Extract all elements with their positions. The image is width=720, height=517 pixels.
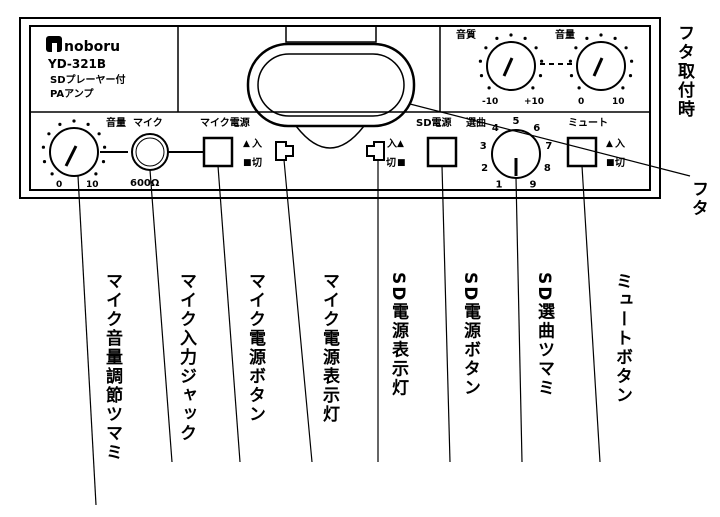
- knob-tick-dot: [47, 132, 51, 136]
- knob-tick-dot: [86, 122, 90, 126]
- knob-tick-dot: [628, 74, 633, 78]
- knob-tick-dot: [94, 172, 98, 176]
- sd-power-lamp: [366, 141, 385, 161]
- knob-tick-dot: [72, 119, 76, 123]
- knob-tick-dot: [577, 86, 581, 90]
- svg-text:▲: ▲: [606, 139, 613, 149]
- dial-number: 7: [545, 141, 552, 152]
- leader-lines: [77, 159, 601, 506]
- sd-power-on: 入: [387, 138, 397, 150]
- mic-volume-knob: [41, 119, 107, 177]
- knob-tick-dot: [101, 160, 106, 164]
- knob-tick-dot: [478, 59, 482, 63]
- knob-tick-dot: [523, 36, 527, 41]
- dial-number: 4: [492, 123, 499, 134]
- callout-sd-select-knob: SD選曲ツマミ: [534, 272, 554, 398]
- lid-label: フタ: [688, 180, 708, 218]
- mic-volume-label: 音量: [106, 116, 126, 129]
- knob-tick-dot: [97, 132, 101, 136]
- panel-inner: [29, 25, 651, 191]
- master-volume-knob: [568, 33, 634, 91]
- mic-volume-min: 0: [56, 180, 62, 190]
- sd-power-off: 切: [386, 157, 396, 169]
- product-line2: SDプレーヤー付: [50, 73, 126, 86]
- knob-tick-dot: [569, 74, 574, 78]
- knob-tick-dot: [621, 86, 625, 90]
- knob-tick-dot: [613, 36, 617, 41]
- mic-volume-max: 10: [86, 180, 99, 190]
- mic-jack-label: マイク: [133, 117, 163, 129]
- mic-jack: [131, 133, 169, 171]
- sd-select-knob: [491, 129, 541, 179]
- dial-number: 5: [513, 116, 520, 127]
- tone-max-label: +10: [524, 97, 544, 107]
- knob-tick-dot: [50, 172, 54, 176]
- knob-tick-dot: [540, 59, 544, 63]
- knob-tick-dot: [487, 86, 491, 90]
- knob-tick-dot: [531, 86, 535, 90]
- svg-text:▲: ▲: [243, 139, 250, 149]
- callout-sd-power-button: SD電源ボタン: [460, 272, 480, 398]
- knob-tick-dot: [484, 46, 488, 50]
- tone-knob: [478, 33, 544, 91]
- callout-mic-power-lamp: マイク電源表示灯: [319, 272, 339, 424]
- svg-text:■: ■: [606, 158, 615, 168]
- callout-mute-button: ミュートボタン: [612, 272, 632, 405]
- knob-tick-dot: [42, 160, 47, 164]
- knob-tick-dot: [534, 46, 538, 50]
- panel-outer: [19, 17, 661, 199]
- mic-power-button: [202, 136, 234, 168]
- knob-tick-dot: [630, 59, 634, 63]
- mic-power-lamp: [275, 141, 294, 161]
- lid-leader-line: [409, 103, 691, 177]
- model-text: YD-321B: [47, 57, 106, 71]
- mic-power-off: 切: [252, 157, 262, 169]
- mute-off: 切: [615, 157, 625, 169]
- knob-tick-dot: [479, 74, 484, 78]
- callout-mic-power-button: マイク電源ボタン: [245, 272, 265, 424]
- knob-tick-dot: [41, 145, 46, 149]
- callout-sd-power-lamp: SD電源表示灯: [388, 272, 408, 398]
- knob-tick-dot: [509, 33, 513, 37]
- mute-label: ミュート: [568, 117, 608, 129]
- knob-tick-dot: [103, 145, 107, 149]
- volume-min-label: 0: [578, 97, 584, 107]
- dial-number: 1: [496, 179, 503, 190]
- dial-number: 2: [481, 163, 488, 174]
- brand-text: noboru: [64, 39, 120, 55]
- sd-power-button: [426, 136, 458, 168]
- product-line3: PAアンプ: [50, 87, 94, 100]
- mute-button: [566, 136, 598, 168]
- tone-label: 音質: [456, 28, 476, 41]
- knob-tick-dot: [585, 36, 589, 41]
- lid-attached-label: フタ取付時: [674, 24, 694, 119]
- callout-mic-volume-knob: マイク音量調節ツマミ: [102, 272, 122, 462]
- knob-tick-dot: [568, 59, 573, 63]
- mic-power-on: 入: [252, 138, 262, 150]
- knob-tick-dot: [538, 74, 543, 78]
- knob-tick-dot: [574, 46, 578, 50]
- mic-power-label: マイク電源: [200, 116, 250, 129]
- dial-number: 9: [530, 179, 537, 190]
- dial-number: 3: [480, 141, 487, 152]
- volume-label: 音量: [555, 28, 575, 41]
- knob-tick-dot: [599, 33, 603, 37]
- svg-text:■: ■: [243, 158, 252, 168]
- knob-tick-dot: [624, 46, 628, 50]
- svg-text:▲: ▲: [397, 139, 404, 149]
- tone-min-label: -10: [482, 97, 498, 107]
- svg-text:■: ■: [397, 158, 406, 168]
- mute-on: 入: [615, 138, 625, 150]
- dial-number: 6: [533, 123, 540, 134]
- sd-power-label: SD電源: [416, 116, 452, 129]
- dial-number: 8: [544, 163, 551, 174]
- knob-tick-dot: [495, 36, 499, 41]
- knob-tick-dot: [58, 122, 62, 126]
- mic-jack-impedance: 600Ω: [130, 178, 160, 189]
- lid-window: [246, 42, 416, 128]
- callout-mic-input-jack: マイク入力ジャック: [176, 272, 196, 443]
- volume-max-label: 10: [612, 97, 625, 107]
